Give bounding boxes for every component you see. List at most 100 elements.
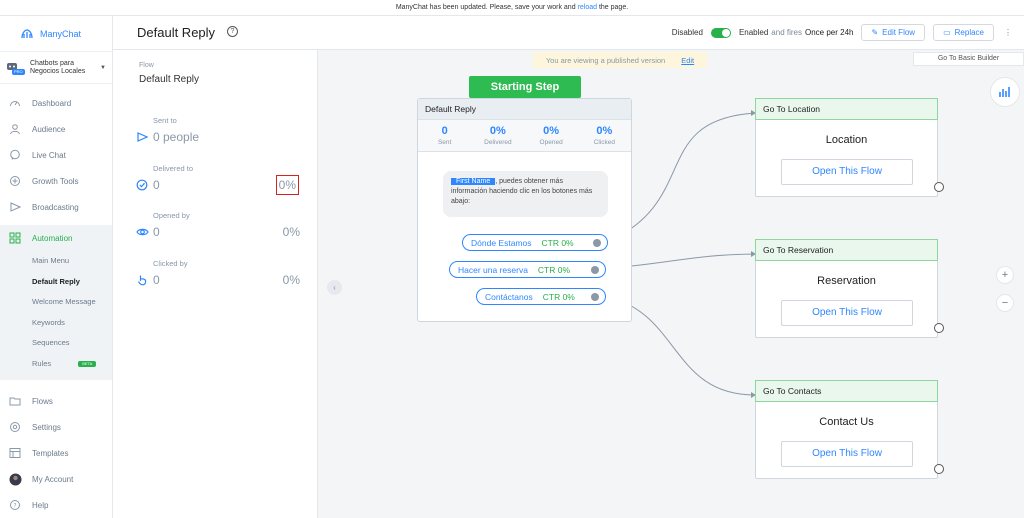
flow-label: Flow: [139, 62, 154, 69]
sidebar-item-label: Live Chat: [32, 150, 66, 160]
sidebar: ManyChat PRO Chatbots para Negocios Loca…: [0, 16, 113, 518]
sidebar-item-automation[interactable]: Automation: [0, 225, 112, 251]
sidebar-item-label: Broadcasting: [32, 202, 79, 212]
help-icon[interactable]: ?: [227, 26, 238, 37]
quick-reply-donde-estamos[interactable]: Dónde Estamos CTR 0%: [462, 234, 608, 251]
beta-badge: BETA: [78, 360, 97, 367]
enabled-label: Enabled: [738, 28, 769, 37]
bot-selector[interactable]: PRO Chatbots para Negocios Locales ▼: [0, 52, 112, 84]
goto-contacts-card[interactable]: Go To Contacts Contact Us Open This Flow: [755, 380, 944, 479]
update-notice-bar: ManyChat has been updated. Please, save …: [0, 0, 1024, 16]
sidebar-sub-sequences[interactable]: Sequences: [32, 338, 70, 347]
open-flow-button[interactable]: Open This Flow: [781, 300, 913, 326]
card-stat-value: 0: [441, 125, 448, 137]
bot-name-line2: Negocios Locales: [30, 67, 86, 75]
send-icon: [135, 130, 149, 144]
ctr-label: CTR 0%: [542, 291, 575, 302]
sidebar-item-templates[interactable]: Templates: [0, 440, 112, 466]
sidebar-sub-welcome-message[interactable]: Welcome Message: [32, 297, 96, 306]
stat-opened: Opened by 0 0%: [135, 211, 310, 239]
sidebar-item-settings[interactable]: Settings: [0, 414, 112, 440]
goto-title: Location: [825, 134, 868, 146]
automation-section: Automation Main Menu Default Reply Welco…: [0, 225, 112, 380]
reload-link[interactable]: reload: [577, 4, 598, 11]
sidebar-sub-rules[interactable]: Rules BETA: [0, 354, 112, 375]
page-header: Default Reply ? Disabled Enabled and fir…: [113, 16, 1024, 50]
gear-icon: [8, 420, 22, 434]
card-stat-clicked: 0%Clicked: [578, 120, 631, 151]
bot-name-line1: Chatbots para: [30, 59, 74, 67]
edit-flow-button[interactable]: ✎ Edit Flow: [861, 24, 926, 41]
banner-text: You are viewing a published version: [545, 55, 666, 65]
connector-dot[interactable]: [591, 266, 599, 274]
more-options-icon[interactable]: ⋮: [1004, 28, 1012, 37]
card-stat-value: 0%: [489, 125, 506, 137]
quick-reply-hacer-reserva[interactable]: Hacer una reserva CTR 0%: [449, 261, 606, 278]
fires-label: and fires: [771, 28, 802, 37]
sidebar-sub-default-reply[interactable]: Default Reply: [32, 276, 80, 286]
zoom-out-button[interactable]: −: [996, 294, 1014, 312]
goto-reservation-card[interactable]: Go To Reservation Reservation Open This …: [755, 239, 944, 338]
stat-percent: 0%: [275, 175, 300, 195]
zoom-in-button[interactable]: +: [996, 266, 1014, 284]
stat-delivered: Delivered to 0 0%: [135, 164, 310, 195]
sidebar-item-label: Settings: [32, 422, 61, 432]
card-stat-value: 0%: [543, 125, 560, 137]
person-icon: [8, 122, 22, 136]
avatar: [8, 472, 22, 486]
analytics-button[interactable]: [990, 77, 1020, 107]
connector-dot[interactable]: [934, 182, 944, 192]
quick-reply-contactanos[interactable]: Contáctanos CTR 0%: [476, 288, 606, 305]
flow-name: Default Reply: [139, 74, 200, 85]
stat-value: 0: [153, 225, 160, 239]
sidebar-item-help[interactable]: ? Help: [0, 492, 112, 518]
robot-icon: [7, 62, 17, 70]
sidebar-sub-label: Rules: [32, 358, 52, 368]
pencil-icon: ✎: [871, 28, 879, 37]
card-stat-label: Opened: [539, 139, 563, 146]
page-title: Default Reply: [137, 25, 216, 40]
card-title: Default Reply: [418, 99, 631, 120]
goto-title: Reservation: [817, 275, 876, 287]
stat-value: 0: [153, 273, 160, 287]
sidebar-item-audience[interactable]: Audience: [0, 116, 112, 142]
stat-row: 0 people: [135, 130, 310, 144]
card-stat-label: Sent: [437, 139, 452, 146]
enabled-toggle[interactable]: [710, 27, 731, 38]
open-flow-button[interactable]: Open This Flow: [781, 441, 913, 467]
stat-label: Delivered to: [153, 164, 194, 173]
card-stat-label: Delivered: [484, 139, 512, 146]
sidebar-item-label: Dashboard: [32, 98, 72, 108]
ctr-label: CTR 0%: [541, 237, 574, 248]
folder-icon: ▭: [943, 28, 951, 37]
frequency-selector[interactable]: Once per 24h: [804, 28, 854, 37]
card-stat-label: Clicked: [593, 139, 616, 146]
connector-dot[interactable]: [593, 239, 601, 247]
replace-button[interactable]: ▭ Replace: [933, 24, 994, 41]
goto-location-card[interactable]: Go To Location Location Open This Flow: [755, 98, 944, 197]
sidebar-sub-main-menu[interactable]: Main Menu: [32, 256, 70, 265]
sidebar-sub-keywords[interactable]: Keywords: [32, 317, 65, 327]
sidebar-item-my-account[interactable]: My Account: [0, 466, 112, 492]
goto-title: Contact Us: [819, 416, 874, 428]
collapse-panel-button[interactable]: ‹: [327, 280, 342, 295]
brand[interactable]: ManyChat: [0, 16, 112, 52]
sidebar-item-growth-tools[interactable]: Growth Tools: [0, 168, 112, 194]
connector-dot[interactable]: [591, 293, 599, 301]
sidebar-item-dashboard[interactable]: Dashboard: [0, 90, 112, 116]
sidebar-item-flows[interactable]: Flows: [0, 388, 112, 414]
basic-builder-button[interactable]: Go To Basic Builder: [913, 52, 1024, 66]
banner-edit-link[interactable]: Edit: [681, 55, 695, 65]
header-controls: Disabled Enabled and fires Once per 24h …: [672, 24, 1014, 41]
sidebar-item-broadcasting[interactable]: Broadcasting: [0, 194, 112, 220]
edit-flow-label: Edit Flow: [882, 28, 916, 37]
card-stat-opened: 0% Opened: [525, 120, 578, 151]
connector-dot[interactable]: [934, 464, 944, 474]
sidebar-item-live-chat[interactable]: Live Chat: [0, 142, 112, 168]
open-flow-button[interactable]: Open This Flow: [781, 159, 913, 185]
stat-value: 0: [153, 178, 160, 192]
sidebar-item-label: Automation: [32, 233, 73, 243]
connector-dot[interactable]: [934, 323, 944, 333]
check-circle-icon: [135, 178, 149, 192]
